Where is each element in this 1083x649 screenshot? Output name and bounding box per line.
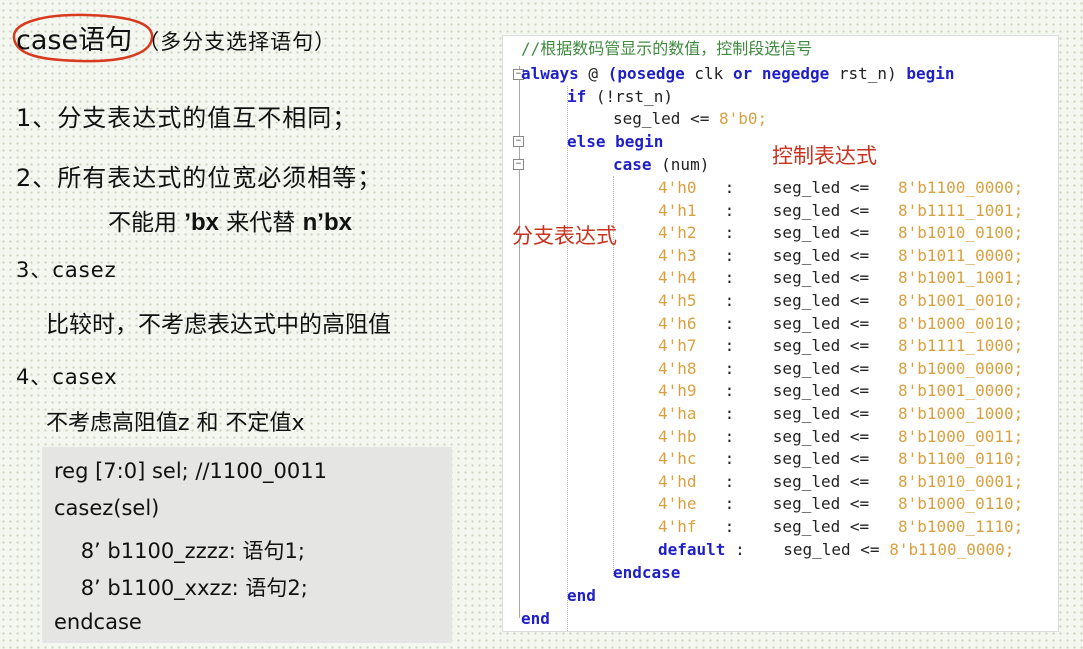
case-value: 8'b1000_0000; (898, 358, 1024, 378)
code-comment: //根据数码管显示的数值，控制段选信号 (521, 39, 813, 58)
snippet-line: casez(sel) (54, 496, 160, 520)
case-label: 4'h5 (658, 291, 697, 310)
case-assign: : seg_led <= (715, 426, 879, 446)
note-bx: 不能用 ’bx 来代替 n’bx (108, 203, 352, 237)
code-line-case: case (num) (613, 155, 710, 174)
highlight-circle (12, 13, 154, 63)
title-sub: （多分支选择语句） (138, 30, 337, 54)
case-assign: : seg_led <= (715, 517, 879, 536)
snippet-line: 8’ b1100_zzzz: 语句1; (54, 539, 305, 563)
note-bold2: n’bx (302, 209, 352, 236)
case-value: 8'b1010_0100; (898, 223, 1024, 243)
case-label: 4'hc (658, 449, 697, 469)
case-value: 8'b1111_1001; (898, 200, 1024, 220)
note-pre: 不能用 (108, 210, 185, 236)
verilog-code-panel: − − − //根据数码管显示的数值，控制段选信号 always @ (pose… (502, 35, 1059, 632)
annotation-branch-expr: 分支表达式 (512, 224, 617, 248)
case-value: 8'b1000_0011; (898, 426, 1024, 446)
code-line-end-outer: end (521, 609, 550, 628)
case-value: 8'b1000_0010; (898, 313, 1024, 333)
indent-guide (613, 176, 614, 576)
code-line-endcase: endcase (613, 563, 681, 582)
case-assign: : seg_led <= (715, 200, 879, 220)
case-assign: : seg_led <= (715, 178, 879, 197)
case-assign: : seg_led <= (715, 449, 879, 469)
point-2: 2、所有表达式的位宽必须相等； (16, 164, 383, 192)
case-value: 8'b1000_0110; (898, 494, 1024, 514)
case-label: 4'he (658, 494, 697, 514)
case-assign: : seg_led <= (715, 268, 879, 288)
point-3: 3、casez (16, 258, 117, 282)
case-assign: : seg_led <= (715, 494, 879, 514)
indent-guide (567, 86, 568, 631)
case-assign: : seg_led <= (715, 336, 879, 356)
case-label: 4'h2 (658, 223, 697, 243)
point-4: 4、casex (16, 365, 118, 389)
case-value: 8'b1001_0010; (898, 291, 1024, 310)
code-line-default: default : seg_led <= 8'b1100_0000; (658, 540, 1015, 559)
case-assign: : seg_led <= (715, 291, 879, 310)
case-label: 4'h0 (658, 178, 697, 197)
case-label: 4'hb (658, 426, 697, 446)
case-value: 8'b1000_1000; (898, 404, 1024, 423)
code-line-end-inner: end (567, 586, 596, 605)
case-label: 4'ha (658, 404, 697, 423)
note-mid: 来代替 (219, 210, 303, 236)
case-value: 8'b1100_0000; (898, 178, 1024, 197)
case-label: 4'h6 (658, 313, 697, 333)
case-assign: : seg_led <= (715, 358, 879, 378)
case-label: 4'hd (658, 471, 697, 491)
case-assign: : seg_led <= (715, 471, 879, 491)
case-value: 8'b1010_0001; (898, 471, 1024, 491)
fold-icon[interactable]: − (513, 136, 524, 147)
code-line-reset: seg_led <= 8'b0; (613, 109, 768, 128)
case-value: 8'b1000_1110; (898, 517, 1024, 536)
snippet-line: reg [7:0] sel; //1100_0011 (54, 459, 327, 483)
code-line-else: else begin (567, 132, 664, 151)
title-main: case语句 (16, 25, 133, 56)
fold-icon[interactable]: − (513, 159, 524, 170)
case-label: 4'h4 (658, 268, 697, 288)
snippet-line: endcase (54, 610, 142, 634)
case-assign: : seg_led <= (715, 404, 879, 423)
snippet-line: 8’ b1100_xxzz: 语句2; (54, 576, 308, 600)
slide-title: case语句（多分支选择语句） (16, 18, 336, 57)
fold-gutter (519, 66, 520, 618)
casez-example-box: reg [7:0] sel; //1100_0011 casez(sel) 8’… (42, 447, 452, 643)
case-label: 4'h9 (658, 381, 697, 401)
case-value: 8'b1001_1001; (898, 268, 1024, 288)
case-label: 4'hf (658, 517, 697, 536)
case-assign: : seg_led <= (715, 313, 879, 333)
casex-desc: 不考虑高阻值z 和 不定值x (46, 411, 305, 436)
case-label: 4'h7 (658, 336, 697, 356)
fold-icon[interactable]: − (513, 69, 524, 80)
casez-desc: 比较时，不考虑表达式中的高阻值 (46, 312, 391, 338)
case-label: 4'h3 (658, 245, 697, 265)
note-bold1: ’bx (184, 209, 219, 236)
case-assign: : seg_led <= (715, 381, 879, 401)
case-value: 8'b1011_0000; (898, 245, 1024, 265)
point-1: 1、分支表达式的值互不相同； (16, 104, 358, 132)
case-label: 4'h1 (658, 200, 697, 220)
case-value: 8'b1100_0110; (898, 449, 1024, 469)
case-assign: : seg_led <= (715, 223, 879, 243)
case-label: 4'h8 (658, 358, 697, 378)
code-line-if: if (!rst_n) (567, 87, 673, 106)
case-assign: : seg_led <= (715, 245, 879, 265)
case-value: 8'b1001_0000; (898, 381, 1024, 401)
code-line-always: always @ (posedge clk or negedge rst_n) … (521, 64, 955, 83)
case-value: 8'b1111_1000; (898, 336, 1024, 356)
annotation-control-expr: 控制表达式 (772, 144, 877, 168)
